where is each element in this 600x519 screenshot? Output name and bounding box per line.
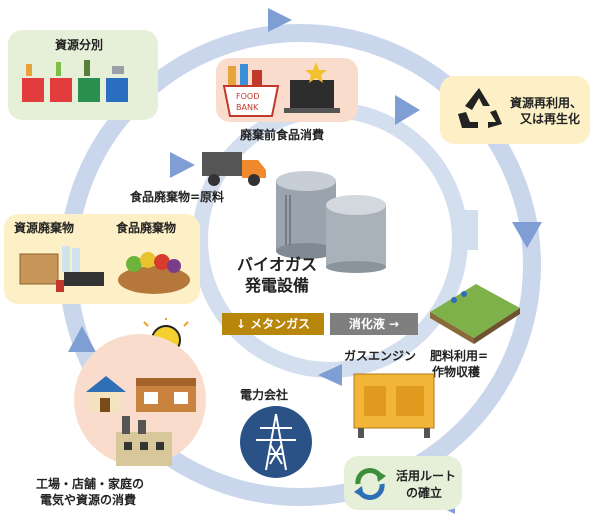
sorting-label: 資源分別 (55, 38, 104, 52)
biogas-label-line1: バイオガス (236, 255, 317, 274)
farmland-icon (430, 284, 520, 344)
sorting-panel (8, 30, 158, 120)
food-bank-sign-line2: BANK (236, 103, 259, 112)
recycle-icon (458, 88, 502, 128)
factory-icon (116, 416, 172, 466)
route-label-line2: の確立 (406, 486, 443, 500)
restaurant-icon (136, 378, 196, 412)
recycle-bins-icon (22, 60, 128, 102)
food-waste-label: 食品廃棄物 (116, 221, 177, 235)
generator-icon (353, 373, 435, 438)
fertilizer-label-line1: 肥料利用= (430, 349, 489, 363)
cycle-arrow-inner-left (170, 152, 195, 178)
consumption-label-line2: 電気や資源の消費 (40, 493, 137, 507)
tanks-icon (276, 171, 386, 273)
route-panel (344, 456, 462, 510)
biogas-label-line2: 発電設備 (244, 276, 309, 295)
food-bank-icon: FOOD BANK (222, 62, 340, 117)
food-waste-raw-label: 食品廃棄物=原料 (130, 190, 225, 204)
cycle-arrow-left (68, 326, 96, 352)
food-bank-sign-line1: FOOD (236, 92, 259, 101)
power-company-label: 電力会社 (240, 388, 289, 402)
cycle-arrow-top (268, 8, 292, 32)
consumption-label-line1: 工場・店舗・家庭の (36, 477, 145, 491)
cycle-arrow-right (512, 222, 542, 248)
house-icon (86, 376, 126, 412)
digestate-bar: 消化液 → (330, 313, 418, 335)
truck-icon (202, 152, 266, 186)
recycle-label-line2: 又は再生化 (520, 112, 581, 126)
boxes-icon (19, 246, 104, 292)
methane-bar: ↓ メタンガス (222, 313, 324, 335)
fertilizer-label-line2: 作物収穫 (432, 365, 481, 379)
cycle-arrow-upper-right (395, 95, 420, 125)
cycle-arrow-inner-bottom (318, 364, 342, 386)
gas-engine-label: ガスエンジン (344, 349, 417, 363)
food-bank-label: 廃棄前食品消費 (240, 128, 325, 142)
recycle-label-line1: 資源再利用、 (510, 96, 583, 110)
resource-waste-label: 資源廃棄物 (14, 221, 75, 235)
cycle-arrows-icon (354, 468, 386, 500)
route-label-line1: 活用ルート (396, 469, 457, 483)
recycle-panel (440, 76, 590, 144)
power-tower-icon (240, 406, 312, 478)
vegetables-icon (118, 252, 190, 294)
